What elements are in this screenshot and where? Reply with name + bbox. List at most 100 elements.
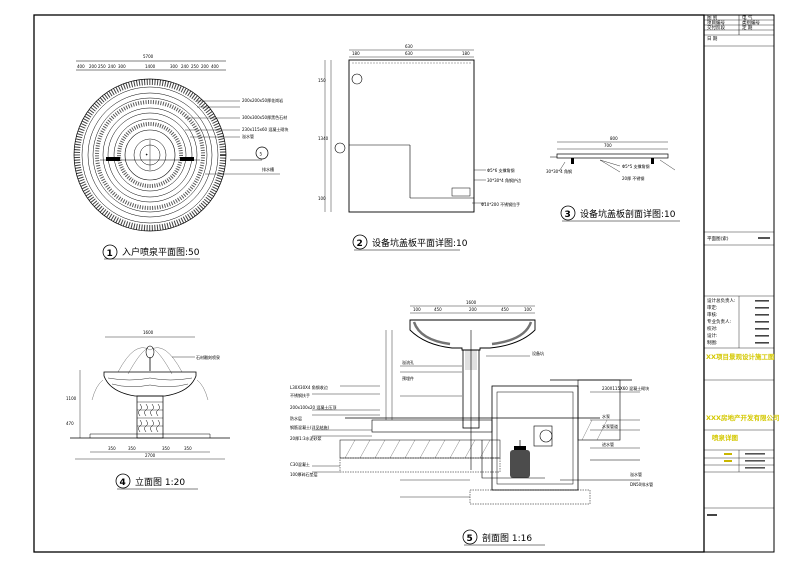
- section-marker-label: 5: [260, 152, 263, 157]
- cover-sec-callout-0: Φ5*5 支撑角钢: [622, 163, 650, 169]
- tb-client-line: XXX房地产开发有限公司: [706, 413, 780, 422]
- elev-overall-dim: 2700: [145, 453, 156, 458]
- plan-dim-7: 240: [181, 64, 189, 69]
- cover-callout-0: Φ5*6 支撑角钢: [487, 167, 515, 173]
- sec-callout-l2: 200x100x20 混凝土压顶: [290, 404, 336, 410]
- plan-dim-8: 250: [191, 64, 199, 69]
- sec-callout-c2: 设备坑: [532, 350, 544, 356]
- sec-callout-l3: 防水层: [290, 415, 302, 421]
- view-1-caption: 入户喷泉平面图:50: [122, 246, 200, 258]
- view-4-caption: 立面图 1:20: [135, 476, 185, 488]
- cover-dim-a: 180: [352, 51, 360, 56]
- plan-callout-1: 300x300x50厚黑色石材: [242, 114, 287, 120]
- view-5-caption: 剖面图 1:16: [482, 532, 532, 544]
- tb-row2-a: 交付阶段: [707, 24, 725, 31]
- sec-callout-l4: 钢筋混凝土(详见结施): [290, 424, 330, 430]
- cover-dim-b: 630: [405, 51, 413, 56]
- elev-side-dim-0: 1100: [66, 396, 77, 401]
- cover-dim-l2: 100: [318, 196, 326, 201]
- tb-drawing-name: 喷泉详图: [712, 433, 739, 442]
- view-3-number-circle: [560, 205, 576, 221]
- tb-plan-title: 平面图(索): [707, 235, 729, 242]
- plan-dim-10: 400: [211, 64, 219, 69]
- cover-section-view: 800 700 Φ5*5 支撑角钢 30*30*4 角钢 20厚 不锈钢 3 设…: [546, 136, 680, 222]
- title-block: 图 别 电 气 项目编号 类别编号 交付阶段 定 期 日 期 平面图(索) 设计…: [703, 14, 780, 553]
- sec-callout-r4: 溢水管: [630, 471, 642, 477]
- elev-side-dim-1: 470: [66, 421, 74, 426]
- tb-row1-a: 项目编号: [707, 19, 725, 26]
- elev-dim-0: 350: [108, 446, 116, 451]
- cover-dim-l1: 1340: [318, 136, 329, 141]
- elev-dim-1: 350: [128, 446, 136, 451]
- cover-callout-2: Φ10*200 不锈钢拉手: [481, 201, 520, 207]
- cover-dim-top: 630: [405, 44, 413, 49]
- elev-top-dim: 1600: [143, 330, 154, 335]
- sec-dim-3: 450: [501, 307, 509, 312]
- plan-dim-6: 300: [170, 64, 178, 69]
- tb-sign-6: 制图:: [707, 339, 718, 346]
- fountain-section-view: 1600 100 450 200 450 100: [290, 300, 653, 546]
- plan-overall-dim: 5700: [143, 54, 154, 59]
- cover-callout-1: 30*30*4 角钢护边: [487, 177, 521, 183]
- sec-dim-1: 450: [434, 307, 442, 312]
- elev-callout: 石材雕刻喷泉: [196, 354, 220, 360]
- tb-row0-b: 电 气: [742, 14, 753, 21]
- section-marker: [255, 146, 269, 160]
- view-4-number-circle: [115, 473, 131, 489]
- plan-dim-1: 200: [89, 64, 97, 69]
- sec-callout-l1: 不锈钢扶手: [290, 392, 310, 398]
- plan-dim-3: 240: [108, 64, 116, 69]
- sec-callout-l5: 20厚1:3水泥砂浆: [290, 435, 322, 441]
- view-1-number: 1: [107, 249, 113, 259]
- cover-dim-c: 180: [462, 51, 470, 56]
- tb-sign-5: 设计:: [707, 332, 718, 339]
- tb-row0-a: 图 别: [707, 14, 718, 21]
- tb-sign-4: 校对:: [707, 325, 718, 332]
- tb-project-line-1: XX项目景观设计施工图: [706, 352, 775, 361]
- cover-plan-view: 630 180 630 180 150 1340 100 Φ5*6 支撑角钢 3…: [318, 44, 521, 251]
- fountain-elevation-view: 1600 350 350: [66, 330, 230, 490]
- view-2-caption: 设备坑盖板平面详图:10: [372, 237, 468, 249]
- cover-sec-dim-1: 700: [604, 143, 612, 148]
- tb-sign-3: 专业负责人:: [707, 318, 731, 325]
- view-5-number-circle: [462, 529, 478, 545]
- plan-dim-5: 1400: [145, 64, 156, 69]
- sec-callout-r5: DN50排水管: [630, 481, 653, 487]
- plan-callout-4: 排水槽: [262, 166, 274, 172]
- cover-sec-dim-0: 800: [610, 136, 618, 141]
- view-2-number: 2: [357, 239, 363, 249]
- sec-callout-r0: 230X115X60 混凝土砌块: [602, 385, 649, 391]
- sec-callout-r3: 进水管: [602, 441, 614, 447]
- view-3-number: 3: [565, 210, 571, 220]
- plan-dim-0: 400: [77, 64, 85, 69]
- tb-sign-2: 审核:: [707, 311, 718, 318]
- sec-callout-r1: 水泵: [602, 413, 610, 419]
- sec-overall-dim: 1600: [466, 300, 477, 305]
- sec-dim-2: 200: [469, 307, 477, 312]
- svg-text:✦: ✦: [145, 152, 149, 157]
- sec-callout-r2: 水泵管道: [602, 423, 618, 429]
- sheet-border: [33, 14, 705, 553]
- elev-dim-3: 350: [184, 446, 192, 451]
- plan-dim-9: 200: [201, 64, 209, 69]
- sec-dim-0: 100: [413, 307, 421, 312]
- sec-dim-4: 100: [524, 307, 532, 312]
- tb-sign-1: 审定:: [707, 304, 718, 311]
- plan-callout-3: 溢水管: [242, 133, 254, 139]
- tb-sign-0: 设计总负责人:: [707, 297, 736, 304]
- view-2-number-circle: [352, 234, 368, 250]
- plan-dim-4: 300: [118, 64, 126, 69]
- sec-callout-l0: L30X30X4 角钢收边: [290, 384, 328, 390]
- sec-callout-l6: C30混凝土: [290, 461, 310, 467]
- sec-callout-c1: 预埋件: [402, 375, 414, 381]
- tb-row2-b: 定 期: [742, 24, 753, 31]
- elev-dim-2: 350: [162, 446, 170, 451]
- sec-callout-l7: 100厚碎石垫层: [290, 471, 318, 477]
- tb-row3-a: 日 期: [707, 36, 718, 42]
- plan-dim-2: 250: [98, 64, 106, 69]
- plan-callout-2: 230x115x60 混凝土砌块: [242, 126, 288, 132]
- cover-sec-callout-2: 20厚 不锈钢: [622, 175, 644, 181]
- sec-callout-c0: 溢流孔: [402, 359, 414, 365]
- plan-callout-0: 200x200x50厚花岗岩: [242, 97, 283, 103]
